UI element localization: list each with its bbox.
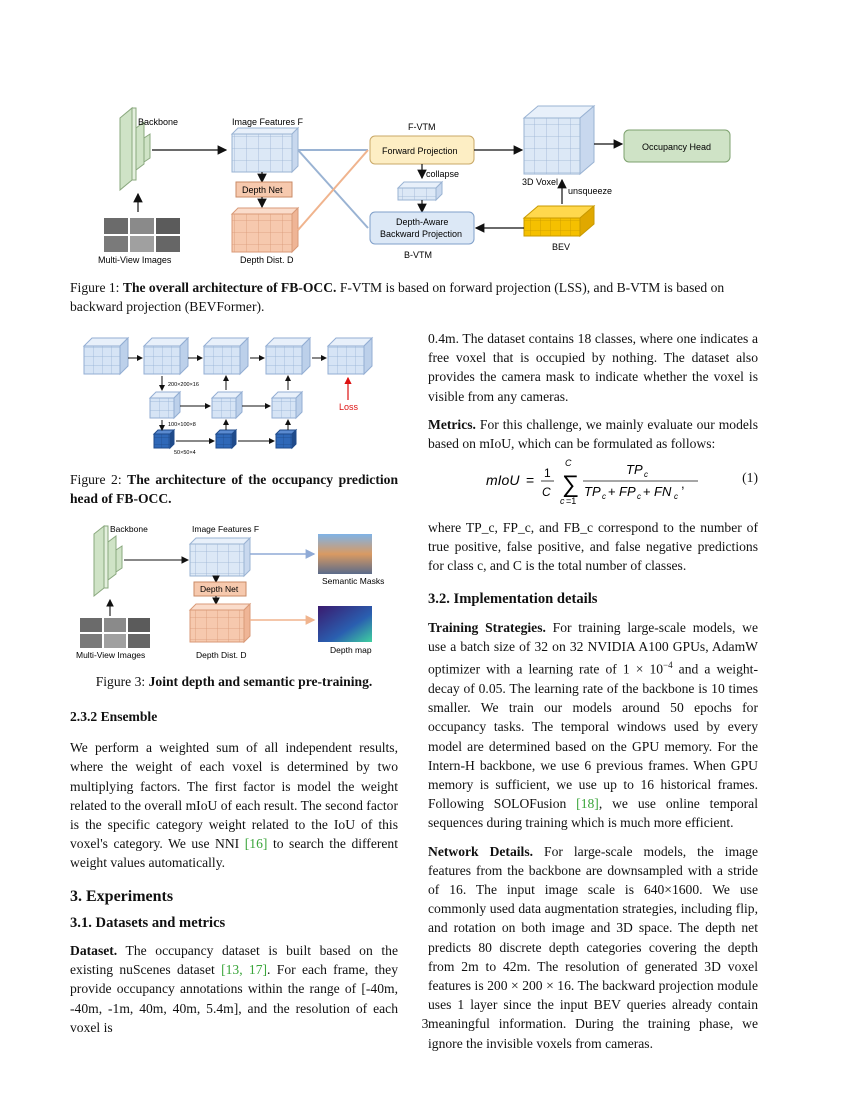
caption2-label: Figure 2: [70, 472, 122, 487]
loss-label: Loss [339, 402, 359, 412]
backbone-block [119, 106, 151, 192]
top-row-cubes [82, 336, 374, 376]
fig1-multiview-label: Multi-View Images [98, 255, 172, 265]
fig1-depth-dist-label: Depth Dist. D [240, 255, 294, 265]
dataset-citation[interactable]: [13, 17] [221, 962, 268, 978]
figure-3-caption: Figure 3: Joint depth and semantic pre-t… [70, 672, 398, 691]
occupancy-head-label: Occupancy Head [642, 142, 711, 152]
svg-text:FN: FN [654, 484, 672, 499]
collapse-label: collapse [426, 169, 459, 179]
bottom-row-cubes [152, 428, 298, 450]
svg-text:∑: ∑ [562, 471, 579, 498]
dataset-continuation: 0.4m. The dataset contains 18 classes, w… [428, 331, 758, 404]
mid-row-cubes [148, 390, 304, 420]
unsqueeze-label: unsqueeze [568, 186, 612, 196]
svg-text:mIoU: mIoU [486, 472, 520, 488]
bev-label: BEV [552, 242, 570, 252]
figure-1: Backbone Multi-View Images Image Feature… [98, 104, 731, 265]
ensemble-heading: 2.3.2 Ensemble [70, 709, 158, 724]
miou-equation: mIoU = 1 C ∑ C c =1 TP c TP c + FP c + F… [428, 452, 758, 508]
depth-map-label: Depth map [330, 645, 372, 655]
fig3-image-features-label: Image Features F [192, 524, 259, 534]
dab-line1: Depth-Aware [396, 217, 448, 227]
caption3-label: Figure 3: [95, 674, 146, 689]
fig3-image-features-block [188, 536, 252, 578]
fig1-depth-net-box [235, 181, 293, 198]
ensemble-paragraph: We perform a weighted sum of all indepen… [70, 740, 398, 871]
bvtm-title: B-VTM [404, 250, 432, 260]
image-features-block [230, 126, 300, 174]
equation-number: (1) [742, 470, 758, 485]
svg-text:+: + [643, 484, 651, 499]
svg-text:,: , [681, 476, 685, 491]
svg-text:FP: FP [619, 484, 636, 499]
datasets-heading: 3.1. Datasets and metrics [70, 914, 226, 931]
caption1-rest: F-VTM is based on forward projection (LS… [70, 280, 725, 314]
dataset-paragraph: Dataset. The occupancy dataset is built … [70, 943, 398, 1035]
dim-label-1: 200×200×16 [168, 382, 199, 388]
forward-projection-label: Forward Projection [382, 146, 458, 156]
caption1-label: Figure 1: [70, 280, 120, 295]
fig1-backbone-label: Backbone [138, 117, 178, 127]
voxel-3d-block [522, 104, 596, 176]
svg-text:c: c [674, 492, 678, 501]
svg-text:C: C [542, 485, 551, 499]
implementation-heading: 3.2. Implementation details [428, 590, 598, 607]
fig3-depth-net-box [193, 581, 247, 597]
metrics-paragraph: Metrics. For this challenge, we mainly e… [428, 416, 758, 452]
right-column-top: 0.4m. The dataset contains 18 classes, w… [428, 329, 758, 462]
fig3-backbone-label: Backbone [110, 524, 148, 534]
solofusion-citation[interactable]: [18] [576, 796, 599, 812]
bev-block [522, 204, 596, 238]
svg-text:c: c [644, 470, 648, 479]
dim-label-3: 50×50×4 [174, 450, 196, 456]
right-column-bottom: where TP_c, FP_c, and FB_c correspond to… [428, 518, 758, 1062]
collapsed-features [396, 180, 444, 202]
svg-text:c: c [602, 492, 606, 501]
caption1-bold: The overall architecture of FB-OCC. [122, 280, 337, 295]
fig3-depth-dist-block [188, 602, 252, 644]
semantic-masks-label: Semantic Masks [322, 576, 384, 586]
ensemble-citation[interactable]: [16] [244, 836, 268, 852]
semantic-masks-image [318, 534, 372, 574]
svg-text:TP: TP [626, 462, 643, 477]
fig1-image-features-label: Image Features F [232, 117, 304, 127]
svg-text:C: C [565, 458, 572, 468]
fig3-depth-net-label: Depth Net [200, 584, 239, 594]
dim-label-2: 100×100×8 [168, 422, 196, 428]
experiments-heading: 3. Experiments [70, 887, 174, 905]
depth-map-image [318, 606, 372, 642]
caption3-bold: Joint depth and semantic pre-training. [148, 674, 373, 689]
multi-view-images [104, 218, 180, 252]
figure-1-caption: Figure 1: The overall architecture of FB… [70, 278, 760, 316]
svg-text:=: = [526, 472, 534, 488]
miou-formula: mIoU = 1 C ∑ C c =1 TP c TP c + FP c + F… [486, 458, 698, 506]
fig3-depth-dist-label: Depth Dist. D [196, 650, 247, 660]
where-paragraph: where TP_c, FP_c, and FB_c correspond to… [428, 520, 758, 574]
training-paragraph: Training Strategies. For training large-… [428, 619, 759, 831]
occupancy-head-box [623, 129, 731, 163]
figure-2: 200×200×16 100×100×8 50×50×4 Loss [82, 336, 374, 456]
figure-2-caption: Figure 2: The architecture of the occupa… [70, 470, 398, 508]
depth-dist-block [230, 206, 300, 254]
svg-text:+: + [608, 484, 616, 499]
fvtm-title: F-VTM [408, 122, 436, 132]
voxel-3d-label: 3D Voxel [522, 177, 558, 187]
fig3-multi-view-images [80, 618, 150, 648]
svg-text:=1: =1 [566, 496, 576, 506]
svg-text:1: 1 [544, 466, 551, 480]
fig3-multiview-label: Multi-View Images [76, 650, 145, 660]
caption2-bold: The architecture of the occupancy predic… [70, 472, 398, 506]
page-number: 3 [421, 1016, 429, 1031]
fig3-backbone-block [93, 524, 123, 598]
svg-text:c: c [560, 496, 565, 506]
dab-line2: Backward Projection [380, 229, 462, 239]
backward-projection-box [369, 211, 475, 245]
svg-text:c: c [637, 492, 641, 501]
svg-text:TP: TP [584, 484, 601, 499]
figure-3: Backbone Multi-View Images Image Feature… [76, 524, 384, 660]
fig1-depth-net-label: Depth Net [242, 185, 283, 195]
network-paragraph: Network Details. For large-scale models,… [428, 843, 759, 1051]
left-column: 2.3.2 Ensemble We perform a weighted sum… [70, 707, 398, 1046]
